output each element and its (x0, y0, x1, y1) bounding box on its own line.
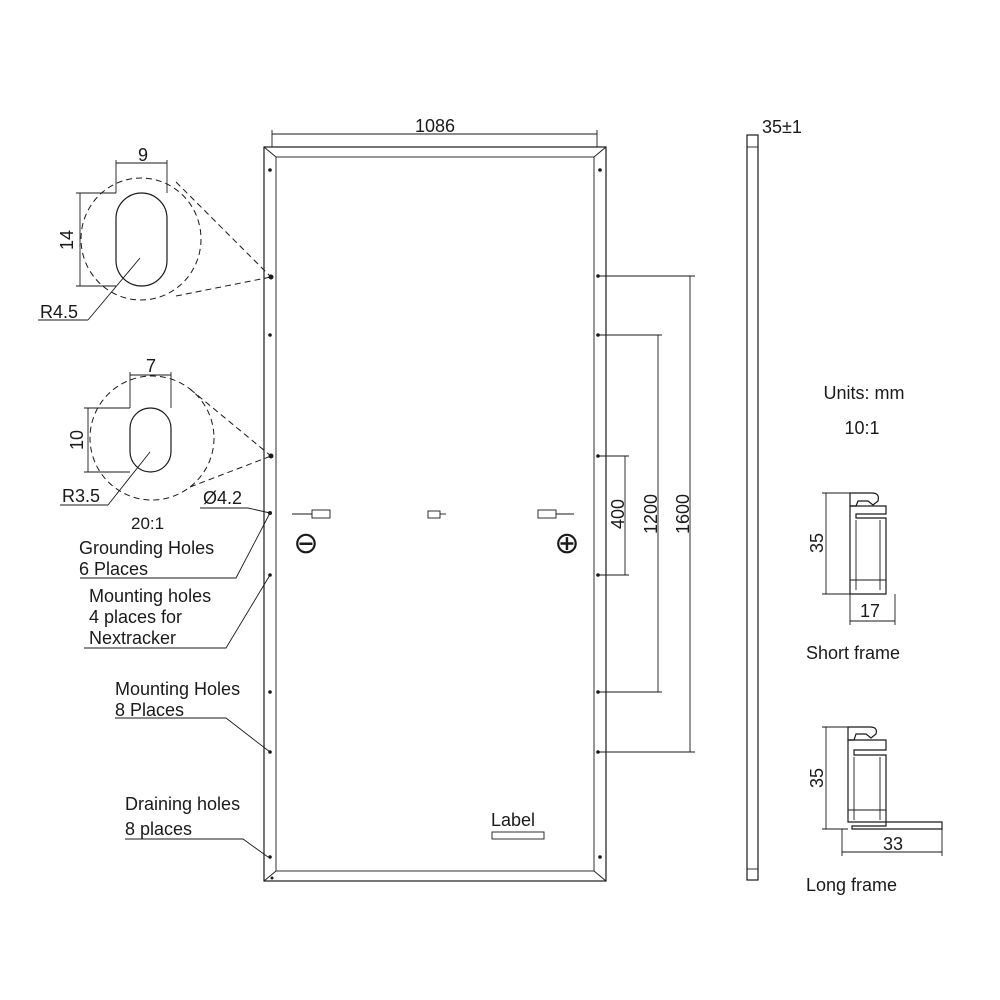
junction-box (292, 509, 574, 519)
detail-scale: 20:1 (131, 514, 164, 533)
mounting-callout: Mounting Holes 8 Places (115, 679, 271, 753)
negative-terminal-icon: ⊖ (293, 527, 318, 560)
grounding-callout: Grounding Holes 6 Places (79, 512, 271, 579)
spacing-400-value: 400 (608, 499, 628, 529)
units-scale: 10:1 (844, 418, 879, 438)
grounding-line1: Grounding Holes (79, 538, 214, 558)
grounding-line2: 6 Places (79, 559, 148, 579)
spacing-1200-value: 1200 (641, 494, 661, 534)
detail-slot-9x14: 9 14 R4.5 (38, 145, 272, 322)
short-frame-caption: Short frame (806, 643, 900, 663)
nextracker-line3: Nextracker (89, 628, 176, 648)
mounting-line2: 8 Places (115, 700, 184, 720)
draining-line1: Draining holes (125, 794, 240, 814)
detail-slot-7x10: 7 10 R3.5 Ø4.2 20:1 (60, 356, 272, 533)
nextracker-line2: 4 places for (89, 607, 182, 627)
short-frame-height: 35 (807, 533, 827, 553)
long-frame-profile: 35 33 Long frame (806, 726, 943, 895)
long-frame-height: 35 (807, 768, 827, 788)
right-edge-holes (596, 168, 602, 859)
side-view: 35±1 (746, 117, 802, 881)
long-frame-width: 33 (883, 834, 903, 854)
draining-line2: 8 places (125, 819, 192, 839)
nextracker-line1: Mounting holes (89, 586, 211, 606)
detail-2-height: 10 (67, 430, 87, 450)
detail-1-height: 14 (57, 230, 77, 250)
label-marker: Label (491, 810, 545, 840)
draining-callout: Draining holes 8 places (125, 794, 269, 858)
width-dimension: 1086 (271, 116, 598, 147)
detail-2-radius: R3.5 (62, 486, 100, 506)
detail-1-radius: R4.5 (40, 302, 78, 322)
hole-diameter: Ø4.2 (203, 488, 242, 508)
mounting-line1: Mounting Holes (115, 679, 240, 699)
label-text: Label (491, 810, 535, 830)
units-label: Units: mm (824, 383, 905, 403)
hole-spacing-dimensions: 1600 1200 400 (598, 275, 695, 753)
detail-1-width: 9 (138, 145, 148, 165)
detail-2-width: 7 (146, 356, 156, 376)
spacing-1600-value: 1600 (673, 494, 693, 534)
panel-outline (263, 146, 607, 882)
nextracker-callout: Mounting holes 4 places for Nextracker (84, 574, 271, 649)
short-frame-profile: 35 17 Short frame (806, 492, 900, 663)
long-frame-caption: Long frame (806, 875, 897, 895)
positive-terminal-icon: ⊕ (554, 527, 579, 560)
short-frame-width: 17 (860, 601, 880, 621)
thickness-value: 35±1 (762, 117, 802, 137)
width-value: 1086 (415, 116, 455, 136)
